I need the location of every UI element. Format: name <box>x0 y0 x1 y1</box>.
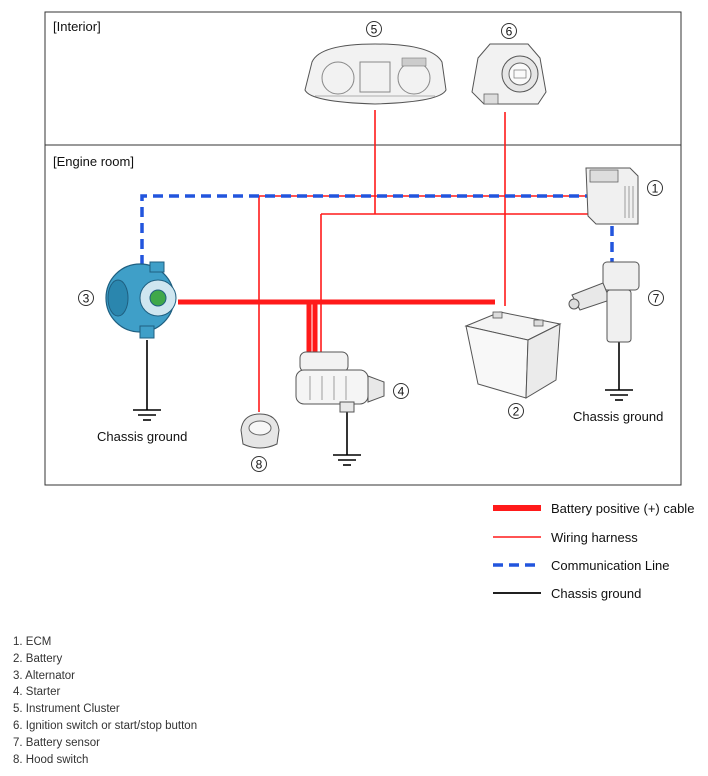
legend: Battery positive (+) cable Wiring harnes… <box>493 501 694 601</box>
parts-list-item: 5. Instrument Cluster <box>13 703 120 716</box>
battery-sensor-icon <box>568 261 640 343</box>
callout-7: 7 <box>653 292 660 306</box>
callout-circle-3 <box>78 290 94 306</box>
sensor-ground-label: Chassis ground <box>573 409 663 424</box>
alternator-icon <box>105 261 177 339</box>
parts-list-item: 4. Starter <box>13 686 61 699</box>
callout-4: 4 <box>398 385 405 399</box>
parts-list: 1. ECM 2. Battery 3. Alternator 4. Start… <box>13 634 197 768</box>
legend-label-battery-cable: Battery positive (+) cable <box>551 501 694 516</box>
callout-1: 1 <box>652 182 659 196</box>
parts-list-item: 8. Hood switch <box>13 753 89 766</box>
chassis-ground-lines <box>133 340 633 466</box>
ecm-icon <box>585 167 639 225</box>
callout-8: 8 <box>256 458 263 472</box>
starter-icon <box>295 351 385 413</box>
start-stop-button-icon <box>471 43 547 105</box>
parts-list-item: 7. Battery sensor <box>13 736 100 749</box>
callout-circle-8 <box>251 456 267 472</box>
callout-2: 2 <box>513 405 520 419</box>
engine-room-panel-title: [Engine room] <box>53 154 134 169</box>
legend-label-communication-line: Communication Line <box>551 558 670 573</box>
instrument-cluster-icon <box>304 43 447 105</box>
callout-circle-7 <box>648 290 664 306</box>
callout-6: 6 <box>506 25 513 39</box>
parts-list-item: 2. Battery <box>13 652 63 665</box>
legend-label-wiring-harness: Wiring harness <box>551 530 638 545</box>
legend-label-chassis-ground: Chassis ground <box>551 586 641 601</box>
callout-circle-5 <box>366 21 382 37</box>
callout-5: 5 <box>371 23 378 37</box>
callout-circle-1 <box>647 180 663 196</box>
parts-list-item: 1. ECM <box>13 636 52 648</box>
callout-circle-6 <box>501 23 517 39</box>
callout-3: 3 <box>83 292 90 306</box>
callout-circle-2 <box>508 403 524 419</box>
parts-list-item: 3. Alternator <box>13 669 76 682</box>
interior-panel-title: [Interior] <box>53 19 101 34</box>
battery-icon <box>464 311 562 399</box>
battery-positive-cable <box>178 299 495 355</box>
alternator-ground-label: Chassis ground <box>97 429 187 444</box>
callout-circle-4 <box>393 383 409 399</box>
communication-line <box>140 194 614 265</box>
engine-room-panel <box>44 144 682 486</box>
parts-list-item: 6. Ignition switch or start/stop button <box>13 719 198 732</box>
charging-system-diagram: [Interior] [Engine room] Chassis ground <box>44 11 694 601</box>
hood-switch-icon <box>240 413 280 449</box>
